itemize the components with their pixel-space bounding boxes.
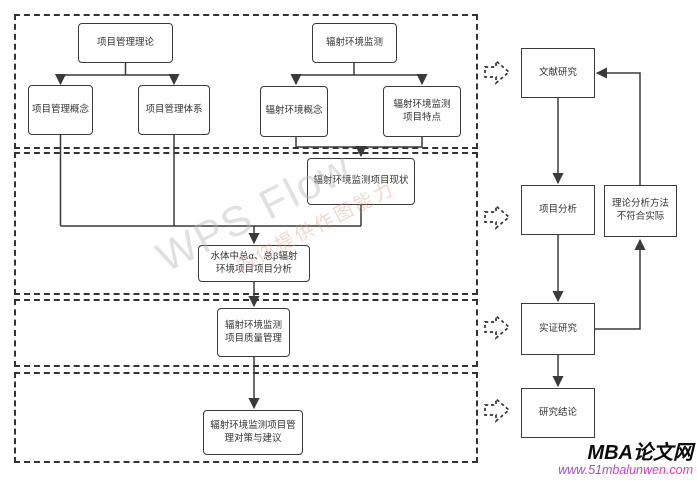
node-project-analysis: 项目分析 xyxy=(521,185,595,235)
dashed-arrow-right-icon xyxy=(484,59,511,85)
feedback-connector xyxy=(595,67,641,185)
node-management-countermeasures: 辐射环境监测项目管 理对策与建议 xyxy=(203,410,303,455)
node-project-quality-management: 辐射环境监测 项目质量管理 xyxy=(217,308,290,357)
section-frame-quality xyxy=(14,299,478,367)
node-literature-research: 文献研究 xyxy=(521,48,595,98)
node-monitoring-project-status: 辐射环境监测项目现状 xyxy=(307,158,415,205)
section-frame-suggestion xyxy=(14,372,478,463)
connector-line xyxy=(295,137,423,148)
node-radiation-environment-monitoring: 辐射环境监测 xyxy=(312,23,397,63)
feedback-connector xyxy=(595,238,646,330)
node-radiation-environment-concept: 辐射环境概念 xyxy=(260,86,328,137)
section-frame-theory xyxy=(14,14,478,149)
section-frame-analysis xyxy=(14,152,478,295)
node-empirical-research: 实证研究 xyxy=(521,303,595,355)
node-project-management-theory: 项目管理理论 xyxy=(78,23,173,63)
node-project-management-concept: 项目管理概念 xyxy=(28,85,93,135)
dashed-arrow-right-icon xyxy=(484,314,511,340)
dashed-arrow-right-icon xyxy=(484,204,511,230)
node-monitoring-project-features: 辐射环境监测 项目特点 xyxy=(383,86,461,137)
node-water-alpha-beta-analysis: 水体中总α、总β辐射 环境项目项目分析 xyxy=(198,245,310,282)
node-project-management-system: 项目管理体系 xyxy=(138,85,210,135)
node-research-conclusion: 研究结论 xyxy=(521,388,595,438)
dashed-arrow-right-icon xyxy=(484,397,511,423)
node-theory-method-mismatch: 理论分析方法 不符合实际 xyxy=(604,185,677,237)
site-url-link[interactable]: www.51mbalunwen.com xyxy=(558,463,693,478)
site-name: MBA论文网 xyxy=(587,442,693,465)
site-footer: MBA论文网 www.51mbalunwen.com xyxy=(558,443,693,478)
